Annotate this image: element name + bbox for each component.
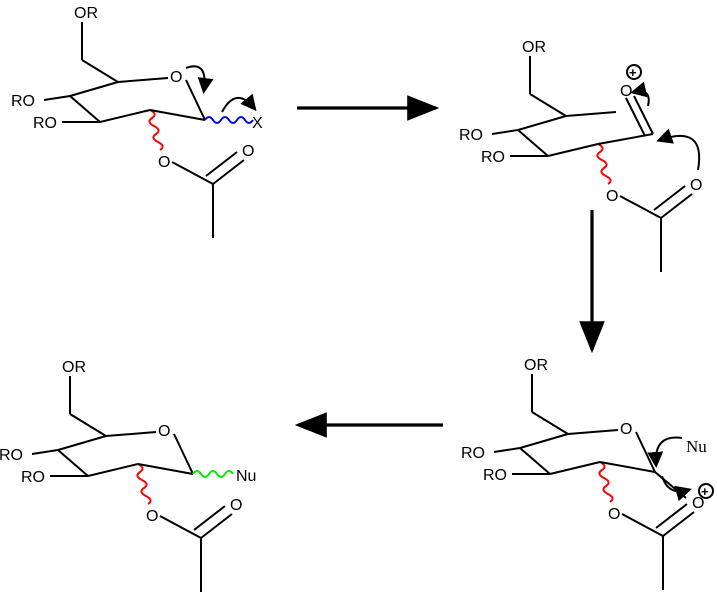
glycoside-product: OR RO RO O O O Nu — [0, 359, 256, 593]
ring-oxygen: O — [158, 423, 170, 440]
ro-label: RO — [483, 467, 507, 484]
positive-charge: + — [701, 484, 709, 499]
ring-oxygen: O — [620, 83, 632, 100]
curved-arrow-icon — [661, 475, 692, 502]
curved-arrow-icon — [647, 436, 683, 468]
ro-label: RO — [461, 445, 485, 462]
leaving-group-bond — [204, 116, 254, 124]
glycosyl-donor: OR RO RO O O O X — [11, 5, 263, 239]
curved-arrow-icon — [656, 128, 701, 171]
ester-oxygen: O — [608, 506, 620, 523]
ro-label: RO — [0, 447, 23, 464]
carbonyl-oxygen: O — [242, 143, 254, 160]
ring-oxygen: O — [620, 421, 632, 438]
nucleophile-label: Nu — [236, 468, 256, 485]
ro-label: RO — [481, 149, 505, 166]
carbonyl-oxygen: O — [690, 177, 702, 194]
or-label: OR — [62, 359, 86, 376]
or-label: OR — [522, 39, 546, 56]
ring-oxygen: O — [170, 69, 182, 86]
ester-oxygen: O — [146, 508, 158, 525]
or-label: OR — [74, 5, 98, 22]
leaving-group-label: X — [252, 115, 263, 132]
curved-arrow-icon — [185, 65, 214, 94]
nucleophile-label: Nu — [686, 437, 707, 456]
new-glycosidic-bond — [192, 470, 234, 478]
oxonium-oxygen: O — [692, 495, 704, 512]
oxocarbenium-ion: OR RO RO O + O O — [459, 39, 702, 273]
ro-label: RO — [11, 93, 35, 110]
curved-arrow-icon — [630, 81, 650, 107]
ester-oxygen: O — [606, 188, 618, 205]
positive-charge: + — [629, 65, 637, 80]
or-label: OR — [524, 357, 548, 374]
dioxolenium-ion: OR RO RO O O O + Nu — [461, 357, 714, 591]
curved-arrow-icon — [221, 93, 257, 113]
ro-label: RO — [459, 127, 483, 144]
carbonyl-oxygen: O — [230, 497, 242, 514]
ro-label: RO — [33, 115, 57, 132]
ro-label: RO — [21, 469, 45, 486]
ester-oxygen: O — [158, 154, 170, 171]
